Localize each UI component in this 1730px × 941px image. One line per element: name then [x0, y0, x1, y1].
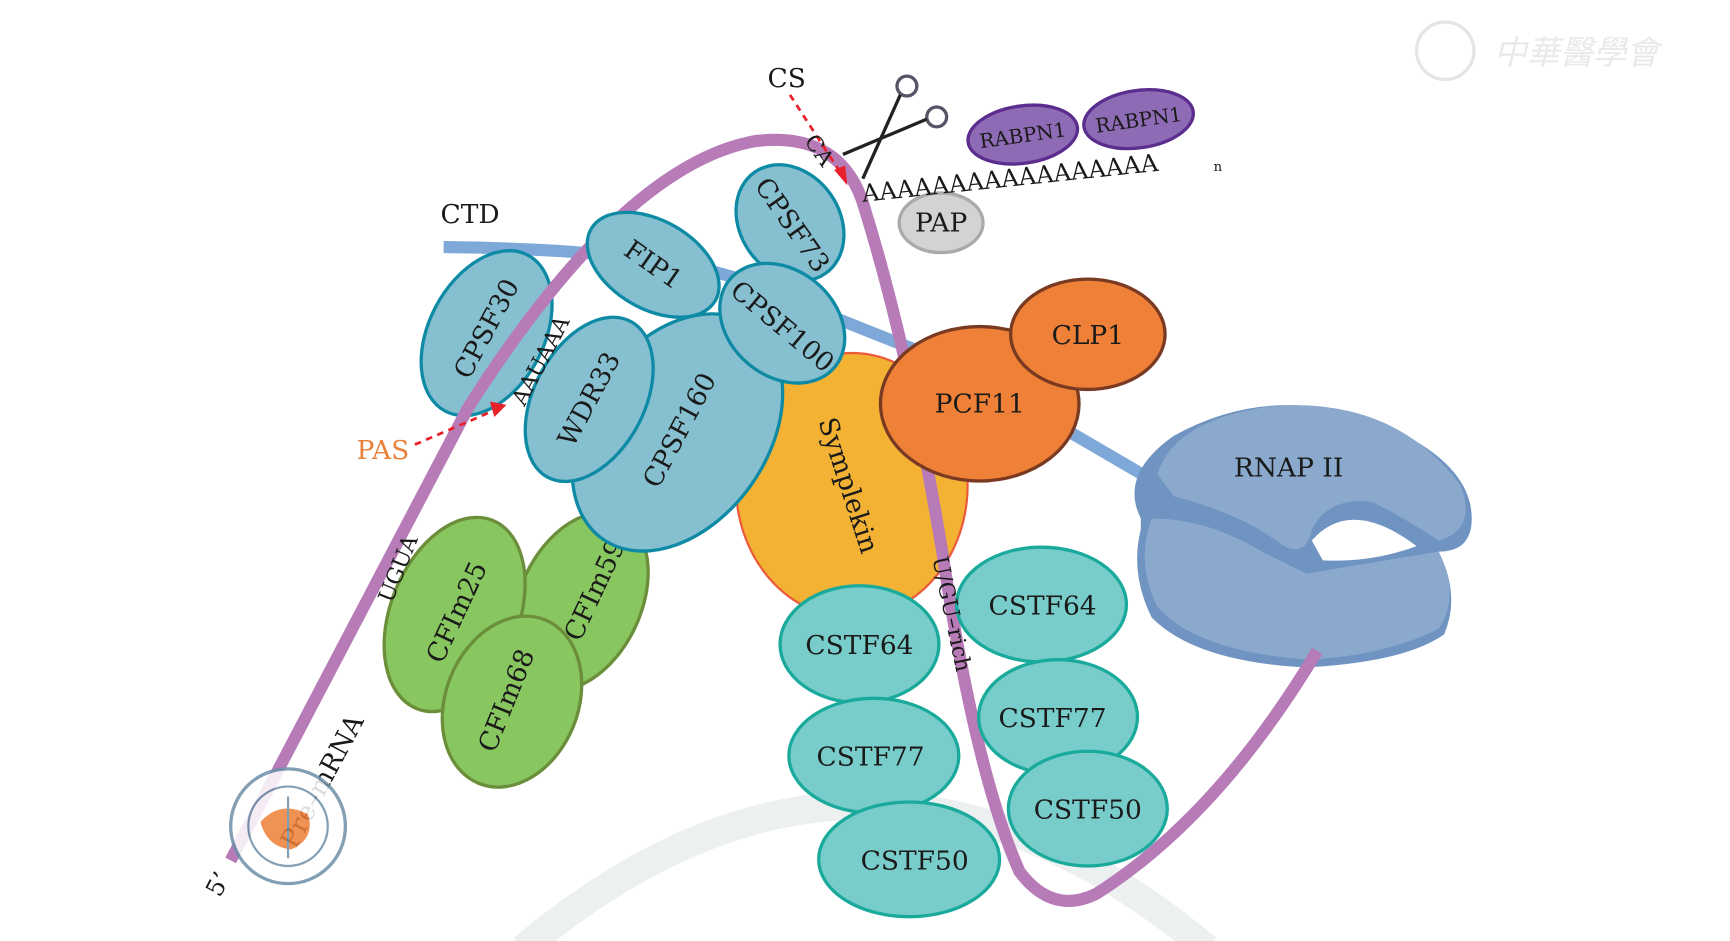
wdr33: WDR33 [523, 315, 655, 484]
rnap-ii-label: RNAP II [1234, 453, 1343, 484]
cstf50-left-label: CSTF50 [861, 845, 969, 876]
cstf64-right-label: CSTF64 [989, 590, 1097, 621]
cs-arrow [788, 94, 848, 186]
cs-label: CS [767, 63, 805, 94]
cstf64-left: CSTF64 [778, 584, 941, 705]
pap: PAP [897, 191, 985, 255]
cstf50-right-label: CSTF50 [1034, 795, 1142, 826]
pcf11-label: PCF11 [935, 389, 1025, 420]
ca-label: CA [799, 130, 839, 172]
cpsf100: CPSF100 [718, 261, 847, 385]
rnap-ii: RNAP II [1134, 405, 1472, 668]
cpsf73: CPSF73 [734, 163, 846, 283]
clp1: CLP1 [1008, 277, 1167, 392]
cstf77-right: CSTF77 [976, 658, 1140, 777]
pap-label: PAP [915, 208, 967, 239]
pas-arrow [414, 401, 507, 446]
fip1: FIP1 [585, 210, 721, 319]
watermark-logo-top-right: 中華醫學會 [1414, 20, 1664, 82]
cflm68: CFIm68 [440, 614, 584, 789]
cma-logo [229, 767, 348, 886]
polya-n: n [1214, 160, 1223, 175]
cstf50-left: CSTF50 [817, 800, 1002, 919]
svg-text:中華醫學會: 中華醫學會 [1494, 33, 1664, 72]
rabpn1-left: RABPN1 [966, 103, 1080, 166]
clp1-label: CLP1 [1052, 320, 1124, 351]
cstf77-right-label: CSTF77 [998, 703, 1106, 734]
rabpn1-right: RABPN1 [1082, 88, 1196, 151]
pre-mrna-strand [225, 133, 1323, 907]
ctd-label: CTD [440, 199, 499, 230]
pas-label: PAS [357, 435, 410, 466]
cstf77-left: CSTF77 [787, 696, 961, 815]
cstf64-right: CSTF64 [954, 545, 1129, 664]
cstf77-left-label: CSTF77 [816, 742, 924, 773]
five-prime-label: 5’ [199, 867, 235, 901]
scissors-icon [842, 74, 949, 180]
cstf64-left-label: CSTF64 [805, 630, 913, 661]
cpsf30: CPSF30 [419, 249, 554, 418]
cstf50-right: CSTF50 [1006, 749, 1169, 868]
